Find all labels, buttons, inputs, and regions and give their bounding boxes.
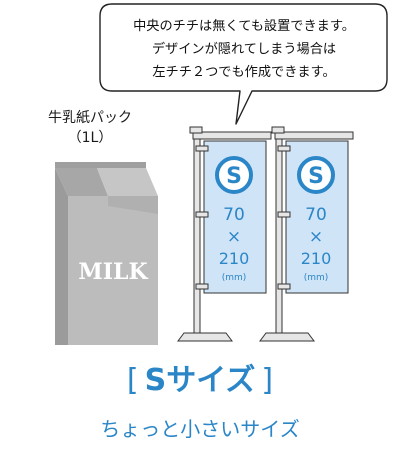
banner-1-times: × — [227, 227, 241, 247]
carton-caption: 牛乳紙パック （1L） — [30, 108, 150, 148]
banner-2-times: × — [309, 227, 323, 247]
callout-line-3: 左チチ２つでも作成できます。 — [152, 64, 335, 80]
heading-close-bracket: ] — [261, 363, 274, 398]
banner-2-size-letter: S — [308, 164, 324, 189]
carton-caption-line-2: （1L） — [67, 130, 113, 146]
banner-1-height: 210 — [219, 249, 250, 268]
banner-2-width: 70 — [305, 205, 327, 225]
milk-carton: MILK — [55, 162, 158, 345]
banner-2-unit: (mm) — [304, 273, 329, 283]
heading-text: Sサイズ — [144, 363, 256, 398]
callout-line-1: 中央のチチは無くても設置できます。 — [133, 18, 355, 34]
carton-caption-line-1: 牛乳紙パック — [48, 110, 132, 126]
heading-open-bracket: [ — [126, 363, 139, 398]
milk-label: MILK — [78, 259, 148, 285]
banner-1-width: 70 — [223, 205, 245, 225]
banner-2-height: 210 — [301, 249, 332, 268]
callout-bubble: 中央のチチは無くても設置できます。 デザインが隠れてしまう場合は 左チチ２つでも… — [99, 3, 388, 125]
banner-stand-2: S 70 × 210 (mm) — [259, 126, 354, 342]
size-subheading: ちょっと小さいサイズ — [100, 417, 300, 441]
banner-1-unit: (mm) — [222, 273, 247, 283]
callout-line-2: デザインが隠れてしまう場合は — [152, 40, 336, 57]
size-heading: [Sサイズ] — [0, 362, 400, 400]
banner-stand-1: S 70 × 210 (mm) — [177, 126, 272, 342]
banner-1-size-letter: S — [226, 164, 242, 189]
